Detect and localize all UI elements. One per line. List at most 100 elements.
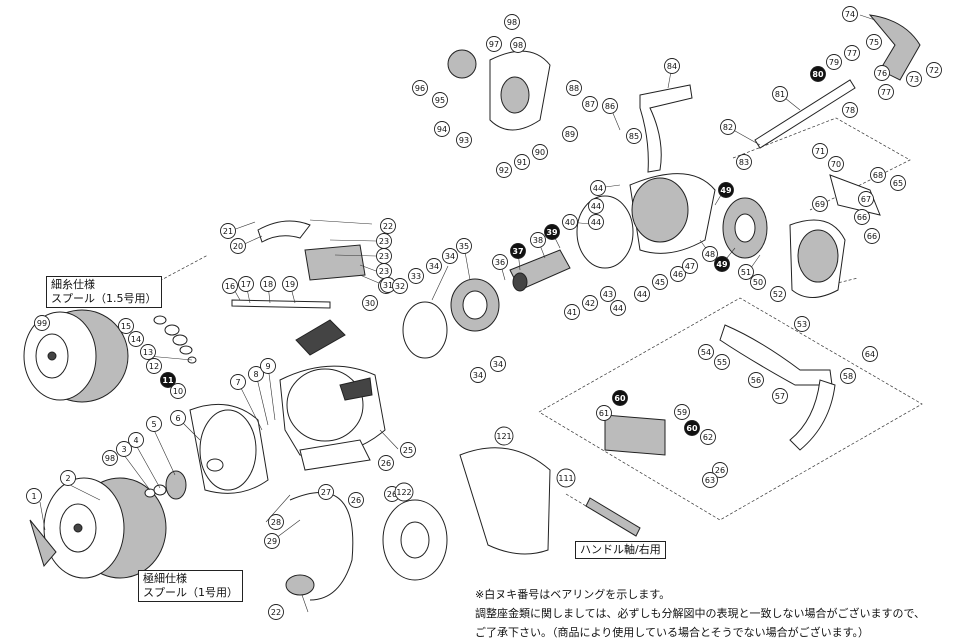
part-number-27: 27 — [321, 488, 331, 497]
part-number-32: 32 — [395, 282, 405, 291]
part-callout-circle — [170, 383, 186, 399]
part-callout-circle — [514, 154, 530, 170]
part-callout-circle — [486, 36, 502, 52]
part-callout-circle — [128, 331, 144, 347]
part-callout-circle — [268, 604, 284, 620]
part-number-11: 11 — [162, 376, 174, 385]
part-callout-circle — [714, 354, 730, 370]
handle-arm-drawing — [719, 324, 833, 386]
part-number-62: 62 — [703, 433, 713, 442]
bail-arm-drawing — [285, 492, 354, 601]
part-number-26: 26 — [351, 496, 361, 505]
part-number-64: 64 — [865, 350, 875, 359]
part-callout-circle — [874, 65, 890, 81]
part-callout-circle — [532, 144, 548, 160]
part-callout-circle — [260, 276, 276, 292]
part-callout-circle — [26, 488, 42, 504]
part-number-71: 71 — [815, 147, 825, 156]
part-callout-circle — [684, 420, 700, 436]
part-number-44: 44 — [637, 290, 647, 299]
part-number-48: 48 — [705, 250, 715, 259]
collar-drawing — [402, 301, 448, 359]
part-number-47: 47 — [685, 262, 695, 271]
part-number-73: 73 — [909, 75, 919, 84]
rotor-housing-drawing — [279, 365, 386, 471]
part-callout-circle — [434, 121, 450, 137]
part-number-98: 98 — [513, 41, 523, 50]
part-number-66: 66 — [867, 232, 877, 241]
part-callout-circle — [412, 80, 428, 96]
part-number-111: 111 — [558, 474, 573, 483]
line-roller-drawing — [231, 299, 331, 309]
part-callout-circle — [906, 71, 922, 87]
part-number-28: 28 — [271, 518, 281, 527]
part-number-14: 14 — [131, 335, 141, 344]
side-plate-drawing — [576, 195, 634, 269]
part-callout-circle — [562, 126, 578, 142]
part-callout-circle — [490, 356, 506, 372]
part-callout-circle — [544, 224, 560, 240]
part-number-34: 34 — [445, 252, 455, 261]
part-number-76: 76 — [877, 69, 887, 78]
part-callout-circle — [582, 96, 598, 112]
part-number-63: 63 — [705, 476, 715, 485]
part-callout-circle — [564, 304, 580, 320]
part-number-19: 19 — [285, 280, 295, 289]
part-callout-circle — [160, 372, 176, 388]
part-number-96: 96 — [415, 84, 425, 93]
part-number-7: 7 — [235, 378, 240, 387]
part-number-75: 75 — [869, 38, 879, 47]
part-number-54: 54 — [701, 348, 711, 357]
part-number-69: 69 — [815, 200, 825, 209]
part-callout-circle — [588, 214, 604, 230]
spool-fine-drawing — [23, 309, 129, 403]
part-number-56: 56 — [751, 376, 761, 385]
part-number-8: 8 — [253, 370, 258, 379]
line-band-drawing — [459, 447, 551, 555]
fine-line-spool-label-line2: スプール（1.5号用） — [51, 292, 157, 305]
part-number-78: 78 — [845, 106, 855, 115]
part-callout-circle — [348, 492, 364, 508]
part-callout-circle — [394, 482, 414, 502]
part-number-59: 59 — [677, 408, 687, 417]
part-number-98: 98 — [105, 454, 115, 463]
part-callout-circle — [794, 316, 810, 332]
part-callout-circle — [510, 243, 526, 259]
part-number-86: 86 — [605, 102, 615, 111]
part-number-44: 44 — [593, 184, 603, 193]
part-number-60: 60 — [614, 394, 626, 403]
part-callout-circle — [862, 346, 878, 362]
part-callout-circle — [146, 416, 162, 432]
part-number-60: 60 — [686, 424, 698, 433]
part-number-92: 92 — [499, 166, 509, 175]
part-callout-circle — [854, 209, 870, 225]
washer-note-line1: 調整座金類に関しましては、必ずしも分解図中の表現と一致しない場合がございますので… — [475, 607, 926, 620]
part-number-12: 12 — [149, 362, 159, 371]
bearing-note: ※白ヌキ番号はベアリングを示します。 — [475, 588, 671, 601]
part-callout-circle — [698, 344, 714, 360]
part-callout-circle — [442, 248, 458, 264]
part-callout-circle — [470, 367, 486, 383]
part-callout-circle — [748, 372, 764, 388]
main-shaft-drawing — [754, 79, 856, 149]
part-callout-circle — [842, 102, 858, 118]
part-number-40: 40 — [565, 218, 575, 227]
part-number-37: 37 — [512, 247, 523, 256]
part-number-68: 68 — [873, 171, 883, 180]
part-callout-circle — [456, 238, 472, 254]
part-callout-circle — [248, 366, 264, 382]
part-number-65: 65 — [893, 179, 903, 188]
part-number-41: 41 — [567, 308, 577, 317]
part-number-84: 84 — [667, 62, 677, 71]
part-number-122: 122 — [396, 488, 411, 497]
part-callout-circle — [738, 264, 754, 280]
part-callout-circle — [116, 441, 132, 457]
drag-gear-drawing — [144, 470, 187, 500]
part-callout-circle — [634, 286, 650, 302]
part-callout-circle — [828, 156, 844, 172]
part-callout-circle — [840, 368, 856, 384]
part-callout-circle — [426, 258, 442, 274]
part-number-26: 26 — [387, 490, 397, 499]
part-callout-circle — [714, 256, 730, 272]
